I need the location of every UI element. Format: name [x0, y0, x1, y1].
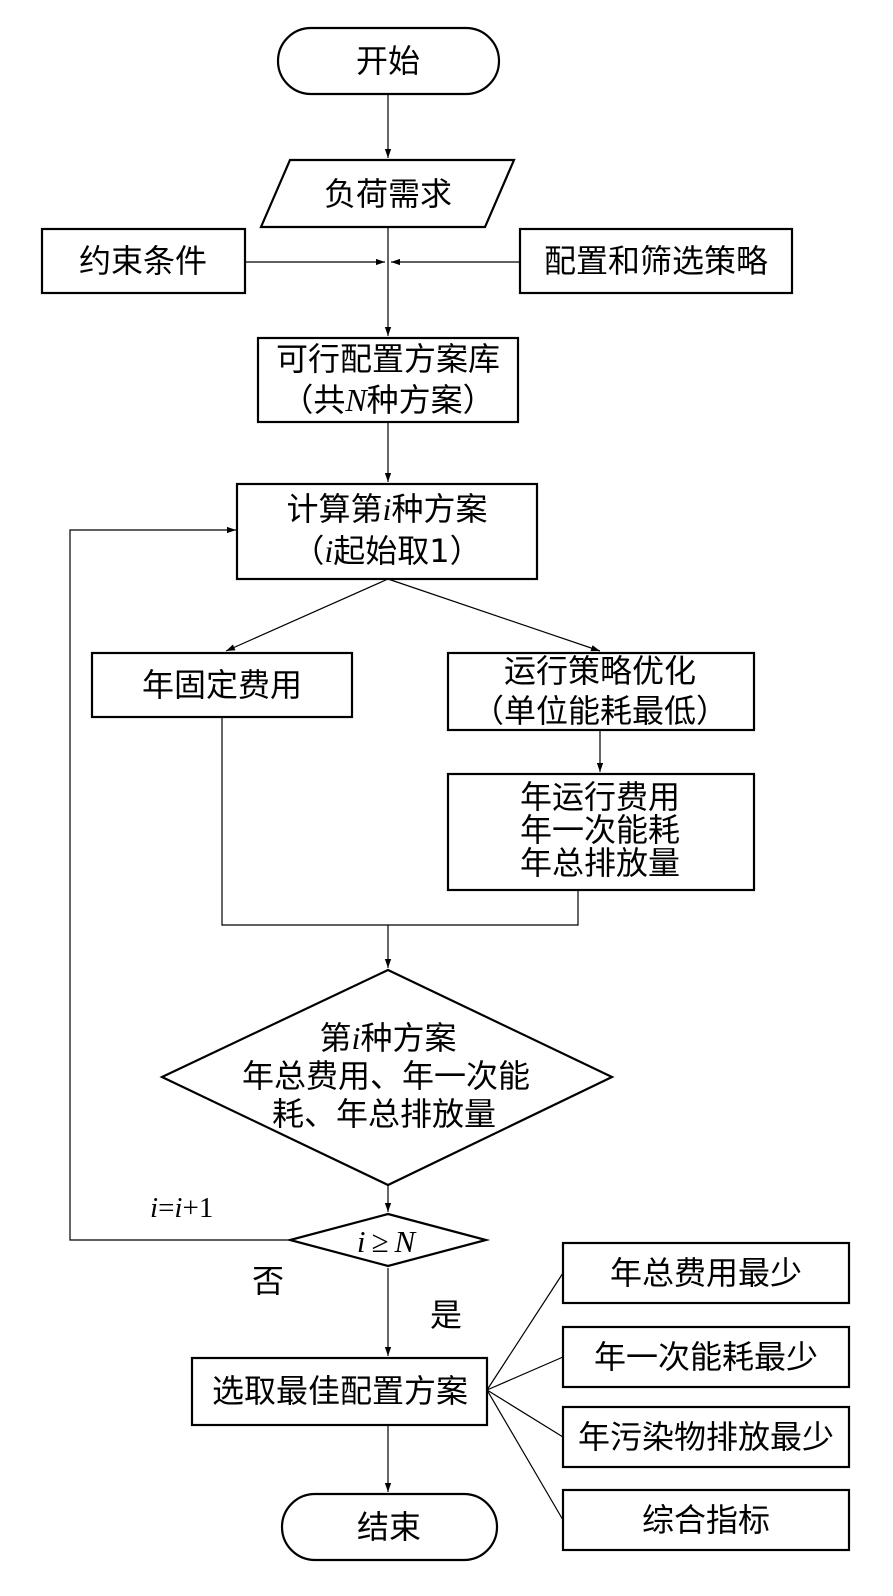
no-label: 否 [252, 1262, 284, 1300]
library-node: 可行配置方案库 （共N种方案） [256, 336, 520, 424]
annual-line-3: 年总排放量 [520, 844, 680, 882]
scheme-diamond: 第i种方案 年总费用、年一次能 耗、年总排放量 [159, 968, 615, 1187]
library-line-2: （共N种方案） [281, 381, 494, 419]
select-best-label: 选取最佳配置方案 [212, 1372, 468, 1410]
criterion-box: 年一次能耗最少 [561, 1325, 851, 1389]
diamond-line-1: 第i种方案 [320, 1019, 457, 1057]
diamond-line-2: 年总费用、年一次能 [242, 1057, 530, 1095]
calc-node: 计算第i种方案 （i起始取1） [235, 482, 539, 581]
annual-line-2: 年一次能耗 [520, 811, 680, 849]
annual-line-1: 年运行费用 [520, 778, 680, 816]
constraints-node: 约束条件 [40, 227, 247, 295]
opt-line-2: （单位能耗最低） [472, 692, 728, 730]
criterion-label: 年总费用最少 [610, 1254, 802, 1292]
config-strategy-node: 配置和筛选策略 [518, 227, 794, 295]
arrow-calc-to-fixed [225, 578, 389, 652]
criterion-label: 年一次能耗最少 [594, 1338, 818, 1376]
line-annual-to-merge [388, 890, 579, 926]
fixed-cost-node: 年固定费用 [90, 651, 354, 719]
start-node: 开始 [276, 26, 501, 96]
select-best-node: 选取最佳配置方案 [190, 1356, 489, 1427]
criterion-box: 年总费用最少 [561, 1241, 851, 1305]
var-i: i [352, 1020, 361, 1056]
var-n: N [344, 382, 368, 418]
criterion-box: 综合指标 [561, 1488, 851, 1552]
line-fixed-to-merge [221, 717, 388, 926]
increment-label: i=i+1 [150, 1192, 213, 1224]
arrow-calc-to-opt [387, 578, 601, 652]
yes-label: 是 [430, 1296, 462, 1334]
line-to-criterion-2 [486, 1356, 564, 1391]
line-to-criterion-3 [486, 1389, 564, 1438]
library-line-1: 可行配置方案库 [276, 340, 500, 378]
check-label: i≥N [357, 1224, 418, 1259]
end-node: 结束 [280, 1492, 499, 1562]
calc-line-2: （i起始取1） [292, 532, 481, 570]
start-label: 开始 [356, 42, 420, 80]
config-strategy-label: 配置和筛选策略 [544, 242, 768, 280]
var-i: i [324, 533, 333, 569]
diamond-line-3: 耗、年总排放量 [272, 1095, 496, 1133]
criterion-label: 综合指标 [642, 1501, 770, 1539]
constraints-label: 约束条件 [79, 242, 207, 280]
check-diamond: i≥N [285, 1212, 491, 1268]
opt-node: 运行策略优化 （单位能耗最低） [446, 651, 756, 732]
end-label: 结束 [357, 1508, 421, 1546]
criterion-box: 年污染物排放最少 [561, 1405, 851, 1469]
connectors [69, 94, 604, 1521]
fixed-cost-label: 年固定费用 [142, 666, 302, 704]
var-i: i [383, 491, 392, 527]
load-demand-node: 负荷需求 [259, 158, 516, 229]
load-demand-label: 负荷需求 [324, 175, 452, 213]
line-to-criterion-1 [486, 1272, 564, 1391]
annual-results-node: 年运行费用 年一次能耗 年总排放量 [446, 772, 756, 892]
opt-line-1: 运行策略优化 [504, 652, 696, 690]
arrow-loop-back [69, 526, 290, 1241]
line-to-criterion-4 [486, 1389, 564, 1521]
criterion-label: 年污染物排放最少 [578, 1418, 834, 1456]
calc-line-1: 计算第i种方案 [287, 490, 488, 528]
